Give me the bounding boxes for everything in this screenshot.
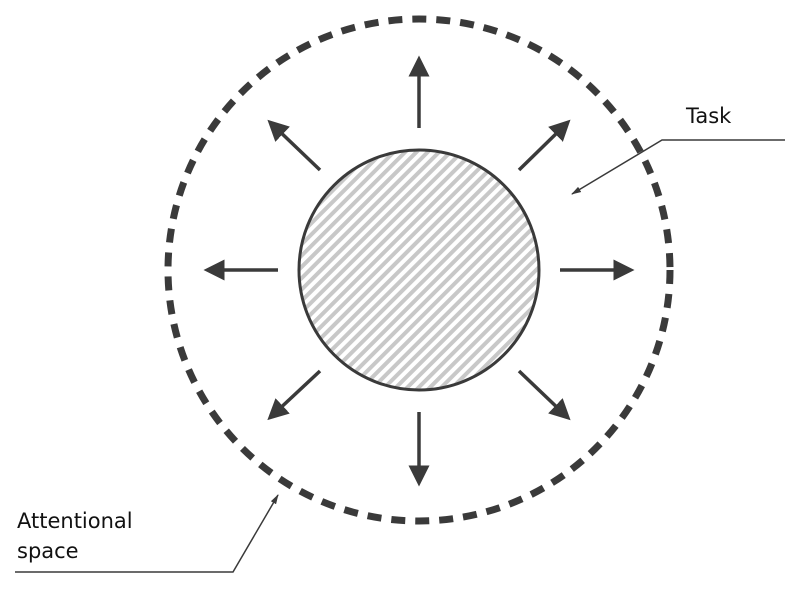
- attentional-space-boundary: [164, 15, 674, 525]
- arrow-down-left-icon: [267, 369, 322, 421]
- task-circle: [297, 148, 541, 392]
- attentional-space-label-line2: space: [17, 539, 79, 563]
- arrow-up-left-icon: [267, 119, 322, 172]
- task-leader-line: [571, 139, 785, 195]
- task-label: Task: [686, 104, 732, 128]
- expansion-arrows: [203, 55, 635, 487]
- arrow-down-right-icon: [517, 369, 571, 421]
- arrow-up-right-icon: [517, 119, 571, 172]
- attentional-leader-line: [15, 494, 279, 573]
- attentional-space-label-line1: Attentional: [17, 509, 133, 533]
